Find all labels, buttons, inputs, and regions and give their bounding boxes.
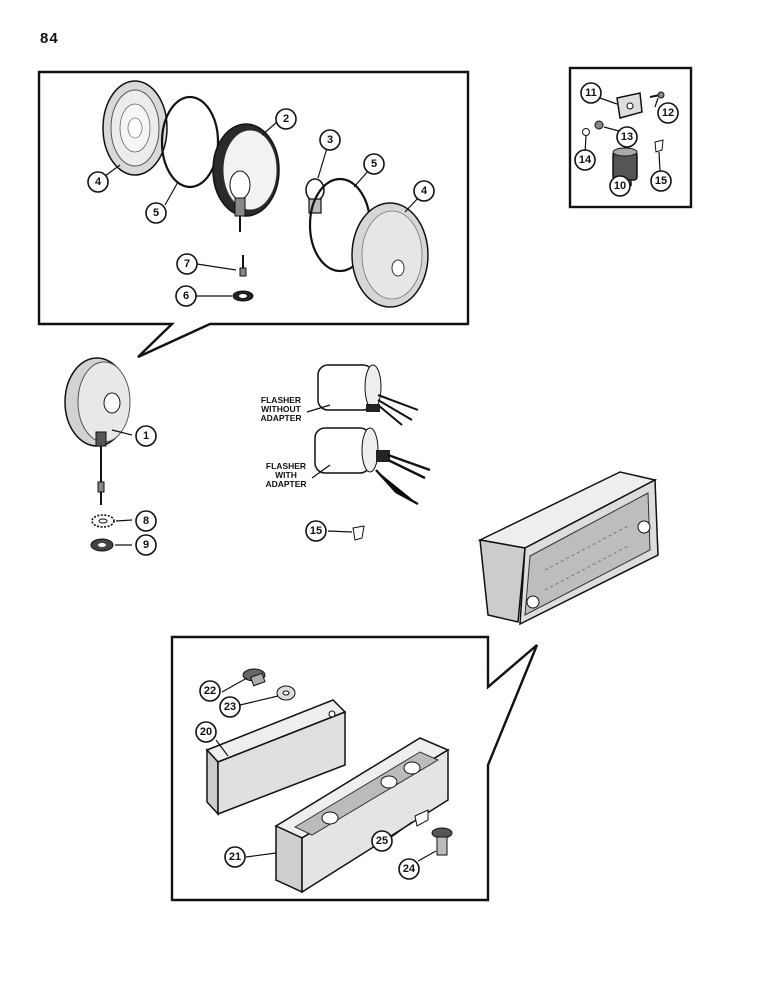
svg-text:9: 9 <box>143 539 149 551</box>
svg-text:5: 5 <box>153 207 159 219</box>
svg-text:10: 10 <box>614 180 626 192</box>
callout-20: 20 <box>195 721 217 743</box>
terminal-pin <box>239 255 247 277</box>
callout-24: 24 <box>398 858 420 880</box>
flasher-without-adapter <box>317 364 419 426</box>
svg-text:12: 12 <box>662 107 674 119</box>
flasher-unit <box>612 147 638 186</box>
svg-text:15: 15 <box>655 175 667 187</box>
svg-text:21: 21 <box>229 851 241 863</box>
svg-text:13: 13 <box>621 131 633 143</box>
bolt <box>242 668 266 687</box>
cover-plate <box>205 699 347 816</box>
svg-text:25: 25 <box>376 835 388 847</box>
callout-25: 25 <box>371 830 393 852</box>
bulb <box>305 178 325 214</box>
callout-8: 8 <box>135 510 157 532</box>
adapter-clip <box>654 139 664 153</box>
adapter-clip-loose <box>352 525 365 541</box>
callout-2: 2 <box>275 108 297 130</box>
callout-21: 21 <box>224 846 246 868</box>
svg-text:23: 23 <box>224 701 236 713</box>
callout-3: 3 <box>319 129 341 151</box>
callout-11: 11 <box>580 82 602 104</box>
lamp-base <box>274 737 450 894</box>
hex-nut <box>90 538 114 552</box>
callout-1: 1 <box>135 425 157 447</box>
assembled-lamp <box>64 357 131 505</box>
flasher-with-label-3: ADAPTER <box>265 479 306 489</box>
mounting-bracket <box>616 92 643 119</box>
svg-text:8: 8 <box>143 515 149 527</box>
flasher-without-label-2: WITHOUT <box>261 404 301 414</box>
screw <box>431 827 453 856</box>
callout-4-left: 4 <box>87 171 109 193</box>
callout-23: 23 <box>219 696 241 718</box>
lamp-base-panel <box>170 635 539 902</box>
flasher-with-label-2: WITH <box>275 470 297 480</box>
svg-text:1: 1 <box>143 430 149 442</box>
flat-washer <box>276 685 296 701</box>
svg-text:4: 4 <box>421 185 428 197</box>
bracket-screw <box>649 91 665 99</box>
callout-4-right: 4 <box>413 180 435 202</box>
svg-text:15: 15 <box>310 525 322 537</box>
callout-10: 10 <box>609 175 631 197</box>
callout-12: 12 <box>657 102 679 124</box>
callout-22: 22 <box>199 680 221 702</box>
callout-7: 7 <box>176 253 198 275</box>
star-washer <box>91 514 115 528</box>
nut <box>594 120 604 130</box>
callout-6: 6 <box>175 285 197 307</box>
svg-text:5: 5 <box>371 158 377 170</box>
flasher-without-label-3: ADAPTER <box>260 413 301 423</box>
svg-text:6: 6 <box>183 290 189 302</box>
callout-15-middle: 15 <box>305 520 327 542</box>
callout-5-right: 5 <box>363 153 385 175</box>
page-number: 84 <box>40 30 59 47</box>
svg-text:2: 2 <box>283 113 289 125</box>
gasket-ring-left <box>160 95 220 189</box>
svg-text:11: 11 <box>585 87 597 99</box>
svg-text:3: 3 <box>327 134 333 146</box>
lamp-lens-left <box>102 80 168 176</box>
callout-15-top: 15 <box>650 170 672 192</box>
svg-text:22: 22 <box>204 685 216 697</box>
terminal-clip <box>414 809 429 827</box>
lamp-lens-right <box>351 202 429 308</box>
flasher-without-label-1: FLASHER <box>261 395 301 405</box>
svg-text:4: 4 <box>95 176 102 188</box>
lamp-exploded-panel <box>37 70 470 359</box>
grommet <box>232 290 254 302</box>
callout-13: 13 <box>616 126 638 148</box>
warning-lamp-assembly <box>477 471 659 626</box>
lock-washer <box>582 128 590 136</box>
lamp-housing <box>212 123 280 232</box>
flasher-with-label-1: FLASHER <box>266 461 306 471</box>
svg-text:20: 20 <box>200 726 212 738</box>
flasher-with-adapter <box>314 427 431 506</box>
svg-text:24: 24 <box>403 863 416 875</box>
callout-14: 14 <box>574 149 596 171</box>
callout-5-left: 5 <box>145 202 167 224</box>
svg-text:7: 7 <box>184 258 190 270</box>
svg-text:14: 14 <box>579 154 592 166</box>
callout-9: 9 <box>135 534 157 556</box>
